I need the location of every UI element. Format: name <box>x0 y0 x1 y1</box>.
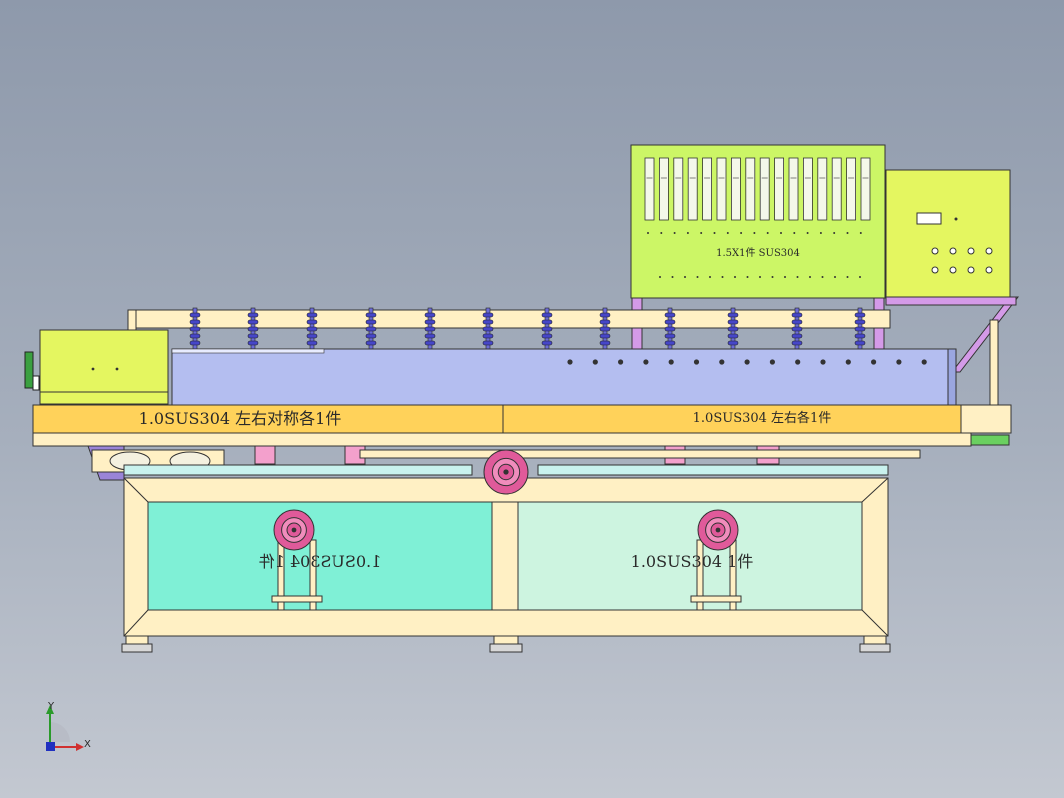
y-axis-label: Y <box>47 701 55 712</box>
vent-slot <box>716 157 727 221</box>
vent-slot <box>673 157 684 221</box>
vent-slot <box>774 157 784 221</box>
knob <box>967 266 975 274</box>
spring <box>599 307 611 350</box>
vent-slot <box>731 157 741 221</box>
vent-slot <box>702 157 712 221</box>
knob <box>949 266 957 274</box>
knob <box>931 247 939 255</box>
x-axis-label: X <box>84 739 91 750</box>
right-panel[interactable] <box>517 501 863 611</box>
knob <box>985 266 993 274</box>
roller-group[interactable] <box>273 449 739 551</box>
knob <box>985 247 993 255</box>
leveling-feet <box>121 635 891 653</box>
spring <box>482 307 494 350</box>
vent-slot <box>659 157 669 221</box>
vent-slot <box>788 157 799 221</box>
spring <box>664 307 676 350</box>
heater-cabinet[interactable]: 1.5X1件 SUS304 <box>630 144 886 299</box>
knob <box>967 247 975 255</box>
conveyor-bolt-holes <box>567 359 927 365</box>
control-knobs <box>931 247 993 274</box>
control-display <box>916 212 942 225</box>
spring <box>791 307 803 350</box>
cabinet-bolt-holes <box>647 232 862 278</box>
spring <box>365 307 377 350</box>
vent-slot <box>846 157 856 221</box>
vent-slot <box>745 157 756 221</box>
knob <box>931 266 939 274</box>
roller[interactable] <box>483 449 529 495</box>
knob <box>949 247 957 255</box>
panel-right-label: 1.0SUS304 1件 <box>631 552 754 571</box>
spring-rail <box>127 307 891 356</box>
under-structure <box>87 445 921 481</box>
spring <box>306 307 318 350</box>
panel-left-label: 1.0SUS304 1件 <box>259 552 382 571</box>
table-top <box>123 464 889 476</box>
roller[interactable] <box>697 509 739 551</box>
cabinet-label: 1.5X1件 SUS304 <box>716 247 800 259</box>
vent-slot <box>644 157 655 221</box>
base-frame[interactable]: 1.0SUS304 1件 1.0SUS304 1件 <box>121 477 891 653</box>
vent-slot <box>831 157 842 221</box>
vent-slot <box>687 157 698 221</box>
front-plate[interactable]: 1.0SUS304 左右对称各1件 1.0SUS304 左右各1件 <box>32 404 1012 447</box>
spring <box>247 307 259 350</box>
spring <box>541 307 553 350</box>
spring <box>854 307 866 350</box>
spring <box>424 307 436 350</box>
indicator-dot <box>954 217 958 221</box>
spring <box>727 307 739 350</box>
roller[interactable] <box>273 509 315 551</box>
left-box[interactable] <box>24 329 169 405</box>
coordinate-triad: Y X <box>46 701 91 751</box>
cabinet-vent-slots <box>644 157 871 221</box>
front-left-label: 1.0SUS304 左右对称各1件 <box>139 409 342 428</box>
conveyor-body[interactable] <box>171 348 957 407</box>
vent-slot <box>759 157 770 221</box>
vent-slot <box>817 157 828 221</box>
spring-row <box>189 307 866 350</box>
front-right-label: 1.0SUS304 左右各1件 <box>693 410 832 426</box>
left-panel[interactable] <box>147 501 493 611</box>
spring <box>189 307 201 350</box>
control-box[interactable] <box>885 169 1011 298</box>
left-handle <box>24 351 34 389</box>
vent-slot <box>860 157 871 221</box>
vent-slot <box>803 157 813 221</box>
